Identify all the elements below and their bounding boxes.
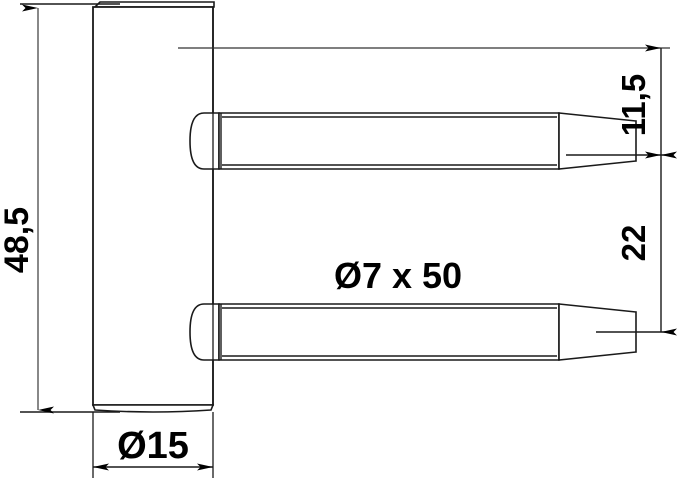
dimension-top-pin-offset: 11,5 [615,44,677,159]
dimension-overall-height: 48,5 [0,4,54,414]
lower-pin-shank [218,303,560,361]
dimension-label-d15: Ø15 [117,425,189,467]
dimension-label-11-5: 11,5 [615,74,652,136]
upper-pin-shank [218,112,560,170]
plate-bottom-chamfer [91,404,215,413]
mounting-plate [91,1,215,413]
upper-pin [189,112,637,170]
dimension-label-48-5: 48,5 [0,207,36,273]
dimension-plate-thickness: Ø15 [93,425,213,471]
upper-pin-round-cap [189,112,220,170]
dimension-label-22: 22 [615,225,652,262]
lower-pin [189,303,637,361]
dimension-pin-spacing: 22 [615,151,677,336]
annotation-pin-spec: Ø7 x 50 [334,255,462,296]
lower-pin-round-cap [189,303,220,361]
